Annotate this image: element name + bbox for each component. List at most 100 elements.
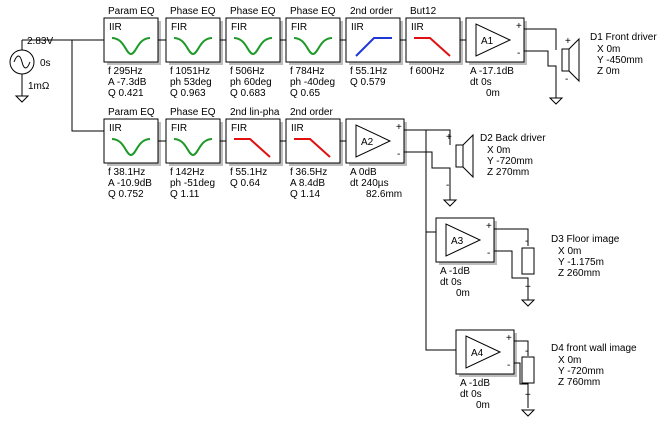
driver-param: X 0m bbox=[558, 246, 581, 257]
amplifier-param: A -1dB bbox=[460, 378, 490, 389]
amplifier-param: 82.6mm bbox=[366, 189, 402, 200]
amp-out-minus bbox=[494, 250, 529, 300]
driver-param: X 0m bbox=[558, 355, 581, 366]
filter-param: Q 1.11 bbox=[170, 189, 200, 200]
filter-type: FIR bbox=[231, 123, 247, 134]
amp-out-plus bbox=[494, 228, 529, 246]
driver-name: D2 Back driver bbox=[480, 133, 546, 144]
filter-title: Phase EQ bbox=[230, 6, 276, 17]
minus-terminal: - bbox=[487, 248, 490, 259]
plus-terminal: + bbox=[565, 36, 571, 47]
speaker-icon bbox=[521, 356, 535, 384]
filter-param: A 8.4dB bbox=[290, 178, 325, 189]
filter-type: IIR bbox=[109, 22, 122, 33]
filter-param: Q 0.579 bbox=[350, 77, 386, 88]
amplifier-param: dt 0s bbox=[460, 389, 482, 400]
filter-param: f 55.1Hz bbox=[350, 66, 387, 77]
filter-param: ph -51deg bbox=[170, 178, 215, 189]
filter-param: Q 0.65 bbox=[290, 88, 320, 99]
amplifier-label: A4 bbox=[471, 348, 484, 359]
filter-param: ph 60deg bbox=[230, 77, 272, 88]
speaker-cone bbox=[568, 37, 580, 83]
amplifier-triangle-icon bbox=[445, 223, 482, 257]
plus-terminal: + bbox=[396, 122, 402, 133]
filter-type: FIR bbox=[171, 22, 187, 33]
amplifier-param: 0m bbox=[456, 288, 470, 299]
response-curve-icon bbox=[234, 138, 271, 158]
filter-param: f 38.1Hz bbox=[108, 167, 145, 178]
amplifier-triangle-icon bbox=[355, 124, 392, 158]
driver-param: Z 260mm bbox=[558, 268, 600, 279]
response-curve-icon bbox=[173, 138, 213, 157]
driver-param: Y -450mm bbox=[597, 55, 643, 66]
ground-icon bbox=[14, 95, 30, 103]
filter-type: FIR bbox=[231, 22, 247, 33]
amplifier-param: dt 0s bbox=[440, 277, 462, 288]
response-curve-icon bbox=[293, 37, 333, 56]
amplifier-label: A1 bbox=[481, 36, 494, 47]
source-delay: 0s bbox=[40, 58, 51, 69]
filter-param: f 784Hz bbox=[290, 66, 324, 77]
amplifier-param: A -17.1dB bbox=[470, 66, 514, 77]
amp-out-plus bbox=[404, 129, 451, 145]
speaker-body bbox=[561, 48, 570, 72]
filter-type: IIR bbox=[411, 22, 424, 33]
filter-param: Q 0.752 bbox=[108, 189, 144, 200]
ground-icon bbox=[520, 409, 536, 417]
filter-param: ph -40deg bbox=[290, 77, 335, 88]
filter-param: Q 0.683 bbox=[230, 88, 266, 99]
response-curve-icon bbox=[111, 37, 151, 56]
filter-param: A -7.3dB bbox=[108, 77, 147, 88]
filter-param: f 55.1Hz bbox=[230, 167, 267, 178]
plus-terminal: + bbox=[525, 390, 531, 401]
driver-param: X 0m bbox=[597, 44, 620, 55]
ground-icon bbox=[548, 97, 564, 105]
driver-name: D3 Floor image bbox=[551, 234, 620, 245]
plus-terminal: + bbox=[506, 333, 512, 344]
bus-branch bbox=[71, 40, 104, 132]
filter-title: 2nd order bbox=[350, 6, 393, 17]
speaker-cone bbox=[462, 133, 474, 179]
driver-param: X 0m bbox=[487, 145, 510, 156]
filter-title: 2nd order bbox=[290, 107, 333, 118]
filter-param: f 1051Hz bbox=[170, 66, 210, 77]
driver-name: D4 front wall image bbox=[551, 343, 637, 354]
filter-param: f 36.5Hz bbox=[290, 167, 327, 178]
branch-a4 bbox=[425, 232, 456, 351]
speaker-icon bbox=[561, 37, 580, 83]
driver-param: Y -720mm bbox=[558, 366, 604, 377]
filter-title: But12 bbox=[410, 6, 437, 17]
amplifier-label: A3 bbox=[451, 236, 464, 247]
minus-terminal: - bbox=[565, 74, 568, 85]
plus-terminal: + bbox=[516, 21, 522, 32]
filter-param: Q 0.963 bbox=[170, 88, 206, 99]
amp-out-minus bbox=[524, 50, 557, 83]
amplifier-param: dt 0s bbox=[470, 77, 492, 88]
amplifier-label: A2 bbox=[361, 137, 374, 148]
filter-param: f 142Hz bbox=[170, 167, 204, 178]
response-curve-icon bbox=[233, 37, 273, 56]
amplifier-triangle-icon bbox=[465, 335, 502, 369]
filter-param: Q 0.421 bbox=[108, 88, 144, 99]
minus-terminal: - bbox=[517, 48, 520, 59]
